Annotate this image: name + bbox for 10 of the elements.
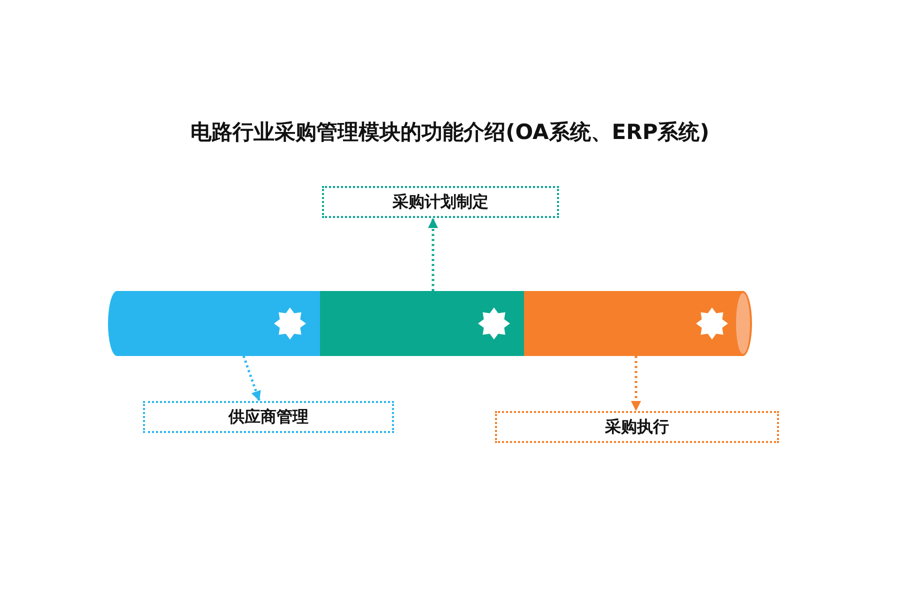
text-box: 供应商管理 bbox=[143, 401, 394, 433]
cylinder-segment bbox=[108, 291, 320, 356]
text-box: 采购执行 bbox=[495, 411, 779, 443]
dotted-arrow bbox=[428, 218, 438, 291]
text-box: 采购计划制定 bbox=[322, 186, 559, 218]
dotted-arrow bbox=[242, 356, 261, 402]
cylinder-segment bbox=[524, 291, 752, 356]
diagram-title: 电路行业采购管理模块的功能介绍(OA系统、ERP系统) bbox=[190, 119, 710, 146]
cylinder-segment bbox=[320, 291, 524, 356]
dotted-arrow bbox=[631, 356, 641, 411]
